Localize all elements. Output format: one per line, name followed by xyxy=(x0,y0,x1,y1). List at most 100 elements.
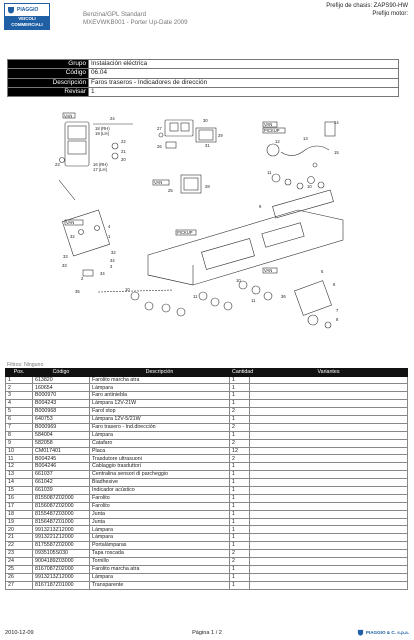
cell-code: B004243 xyxy=(32,399,90,409)
cell-quantity: 1 xyxy=(229,501,250,511)
cell-description: Placa xyxy=(89,446,230,456)
svg-text:4: 4 xyxy=(108,224,111,229)
cell-code: 9004189Z03000 xyxy=(32,556,90,566)
cell-variants xyxy=(249,422,408,432)
svg-text:32: 32 xyxy=(70,234,75,239)
motor-prefix: Prefijo motor: xyxy=(372,11,408,17)
cell-quantity: 2 xyxy=(229,407,250,416)
diagram-label-lamp-rh-lh: 18 (RH) xyxy=(95,126,110,131)
cell-pos: 17 xyxy=(5,501,33,511)
cell-description: Farolito xyxy=(89,493,230,503)
cell-pos: 8 xyxy=(5,430,33,440)
cell-code: 9913213Z12000 xyxy=(32,525,90,535)
cell-pos: 26 xyxy=(5,572,33,582)
info-label: Grupo xyxy=(7,58,89,70)
cell-description: Biadhesive xyxy=(89,478,230,487)
cell-description: Junta xyxy=(89,517,230,527)
cell-pos: 14 xyxy=(5,478,33,487)
cell-variants xyxy=(249,462,408,472)
svg-text:7: 7 xyxy=(336,308,339,313)
cell-quantity: 1 xyxy=(229,414,250,424)
cell-pos: 18 xyxy=(5,509,33,519)
svg-text:35: 35 xyxy=(75,289,80,294)
cell-quantity: 1 xyxy=(229,399,250,409)
cell-pos: 23 xyxy=(5,549,33,558)
cell-quantity: 1 xyxy=(229,580,250,590)
svg-text:23: 23 xyxy=(55,162,60,167)
svg-text:13: 13 xyxy=(303,136,308,141)
cell-code: 584004 xyxy=(32,430,90,440)
cell-code: B000969 xyxy=(32,422,90,432)
col-header-code: Código xyxy=(32,368,90,377)
cell-code: 8167087Z02000 xyxy=(32,564,90,574)
svg-text:36: 36 xyxy=(281,294,286,299)
svg-text:29: 29 xyxy=(218,133,223,138)
cell-description: Portalámparas xyxy=(89,541,230,551)
info-value: Faros traseros - Indicadores de direcció… xyxy=(88,77,399,88)
cell-description: Tornillo xyxy=(89,556,230,566)
cell-variants xyxy=(249,564,408,574)
diagram-tag-pickup: PICKUP xyxy=(177,230,193,235)
cell-code: 640753 xyxy=(32,414,90,424)
info-label: Revisar xyxy=(7,86,89,98)
cell-code: B004246 xyxy=(32,462,90,472)
svg-text:26: 26 xyxy=(157,144,162,149)
diagram-callouts: 24 22 21 20 23 30 31 27 29 26 25 28 33 3… xyxy=(55,116,339,322)
cell-pos: 13 xyxy=(5,470,33,480)
cell-variants xyxy=(249,438,408,448)
cell-quantity: 12 xyxy=(229,446,250,456)
piaggio-shield-icon xyxy=(357,629,363,636)
cell-quantity: 1 xyxy=(229,383,250,393)
print-date: 2010-12-09 xyxy=(5,630,34,636)
info-value: 1 xyxy=(88,86,399,98)
diagram-label-lamp-rh-lh: 16 (RH) xyxy=(93,162,108,167)
cell-code: B000968 xyxy=(32,407,90,416)
cell-description: Lámpara 12V-5/21W xyxy=(89,414,230,424)
svg-text:10: 10 xyxy=(307,184,312,189)
document-title: Benzina/GPL Standard MXEVWKB001 - Porter… xyxy=(83,11,188,26)
svg-text:11: 11 xyxy=(251,298,256,303)
cell-pos: 7 xyxy=(5,422,33,432)
svg-text:1: 1 xyxy=(108,234,111,239)
cell-code: B004245 xyxy=(32,454,90,464)
svg-text:33: 33 xyxy=(63,254,68,259)
cell-pos: 2 xyxy=(5,383,33,393)
svg-text:24: 24 xyxy=(110,116,115,121)
svg-text:25: 25 xyxy=(168,188,173,193)
cell-variants xyxy=(249,556,408,566)
cell-quantity: 1 xyxy=(229,478,250,487)
parts-table: Pos. Código Descripción Cantidad Variant… xyxy=(5,368,408,590)
cell-quantity: 1 xyxy=(229,430,250,440)
cell-description: Centralina sensori di parcheggio xyxy=(89,470,230,480)
cell-description: Indicador acústico xyxy=(89,485,230,495)
cell-code: 8156087Z02000 xyxy=(32,501,90,511)
cell-quantity: 1 xyxy=(229,564,250,574)
diagram-tag-van: VAN xyxy=(154,180,162,185)
cell-code: 8155487Z03000 xyxy=(32,509,90,519)
cell-description: Lámpara xyxy=(89,533,230,543)
cell-pos: 1 xyxy=(5,375,33,385)
cell-description: Lámpara xyxy=(89,430,230,440)
cell-description: Lámpara 12V-21W xyxy=(89,399,230,409)
cell-quantity: 1 xyxy=(229,493,250,503)
svg-text:12: 12 xyxy=(275,139,280,144)
diagram-label-lamp-rh-lh: 17 (LH) xyxy=(93,167,108,172)
cell-variants xyxy=(249,478,408,487)
logo-sub-2: COMMERCIALI xyxy=(11,22,43,27)
svg-text:5: 5 xyxy=(321,269,324,274)
cell-pos: 20 xyxy=(5,525,33,535)
